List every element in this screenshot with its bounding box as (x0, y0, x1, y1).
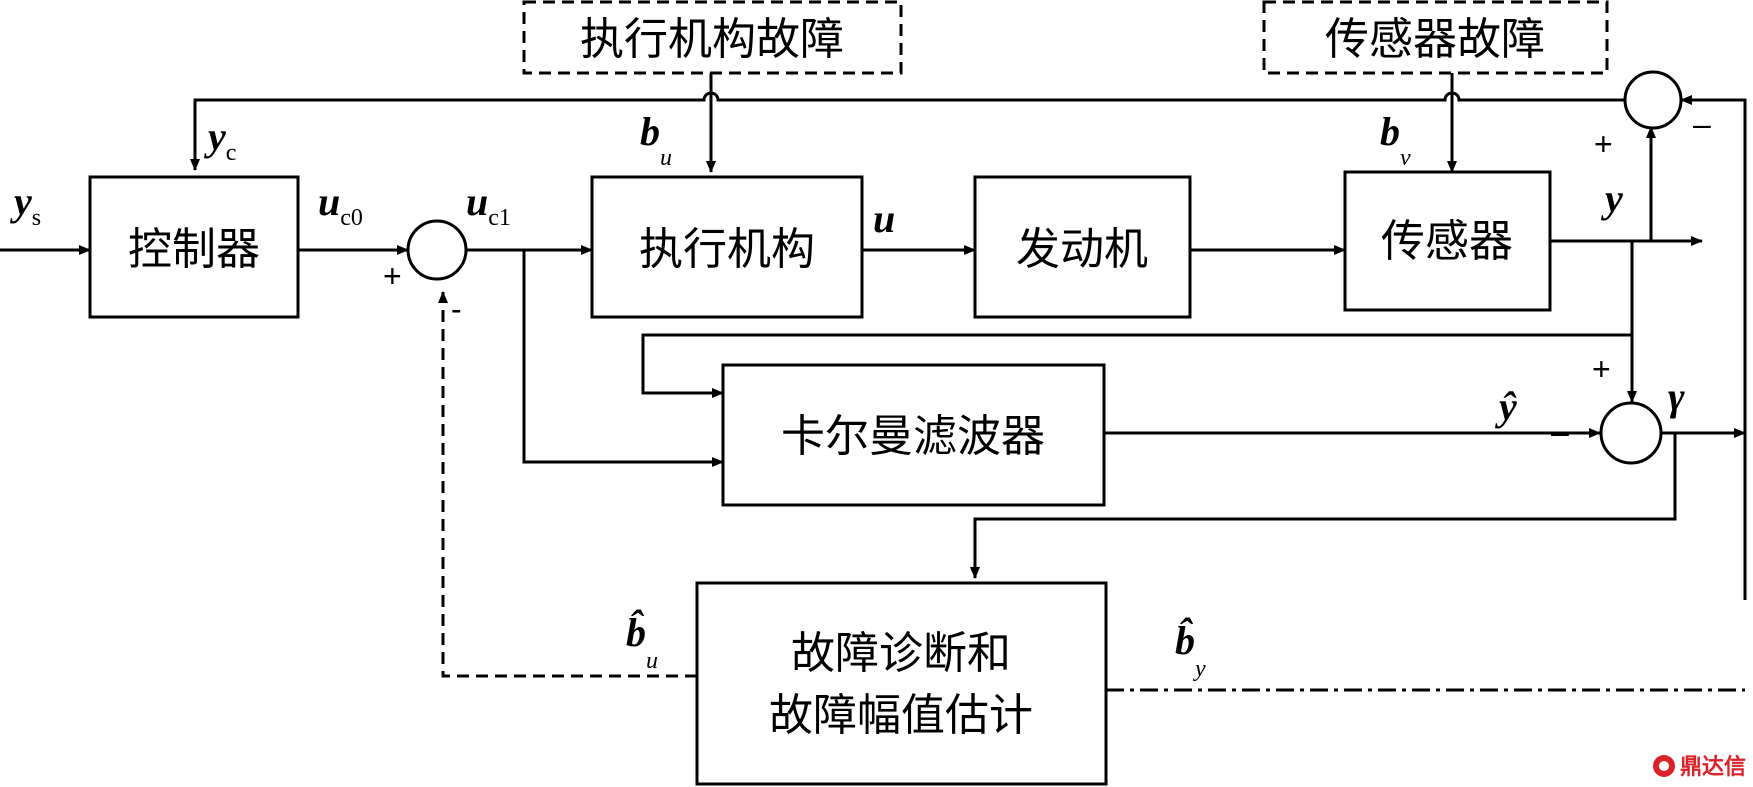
signal-by-hat: b̂y (1175, 617, 1206, 682)
sign-plus-control: + (383, 258, 402, 294)
sign-plus-residual: + (1592, 351, 1611, 387)
signal-uc1: uc1 (466, 179, 511, 231)
sign-minus-residual: – (1551, 414, 1569, 450)
actuator-label: 执行机构 (639, 224, 815, 275)
controller-block (88, 175, 300, 319)
signal-uc0: uc0 (318, 179, 363, 231)
fault-diagnosis-label-line2: 故障幅值估计 (769, 690, 1033, 741)
wire-gamma-to-diagnosis (970, 433, 1677, 579)
signal-yc: yc (204, 114, 236, 166)
signal-u: u (873, 196, 895, 241)
fault-diagnosis-block (695, 581, 1108, 786)
kalman-filter-label: 卡尔曼滤波器 (781, 411, 1045, 462)
engine-block (973, 175, 1192, 319)
summing-junction-control (406, 219, 468, 281)
watermark-text: 鼎达信 (1680, 754, 1746, 780)
sensor-block (1343, 170, 1552, 312)
signal-bv: bv (1380, 109, 1411, 171)
wire-yc-feedback (190, 91, 1625, 171)
summing-junction-residual (1599, 401, 1663, 465)
sign-minus-feedback: – (1693, 106, 1711, 142)
actuator-fault-label: 执行机构故障 (580, 14, 844, 65)
sensor-fault-box (1262, 0, 1609, 75)
wire-bu-hat-feedback (438, 291, 697, 678)
signal-bu-hat: b̂u (626, 609, 658, 674)
watermark: 鼎达信 (1653, 754, 1746, 780)
actuator-fault-box (522, 0, 903, 75)
signal-y: y (1601, 176, 1623, 221)
fault-diagnosis-label-line1: 故障诊断和 (791, 628, 1011, 679)
signal-ys: ys (10, 179, 41, 231)
summing-junction-feedback (1623, 70, 1683, 130)
kalman-filter-block (721, 363, 1106, 507)
sign-plus-feedback: + (1594, 126, 1613, 162)
sensor-label: 传感器 (1381, 216, 1513, 267)
signal-gamma: γ (1668, 374, 1685, 419)
signal-bu: bu (640, 109, 672, 171)
wire-uc1-to-kalman (522, 250, 724, 467)
watermark-logo-inner-icon (1659, 761, 1669, 771)
wire-right-rail-to-sum3 (1680, 95, 1747, 600)
engine-label: 发动机 (1016, 224, 1148, 275)
actuator-block (590, 175, 864, 319)
wire-y-to-kalman (641, 333, 1632, 398)
sensor-fault-label: 传感器故障 (1325, 14, 1545, 65)
signal-yhat: ŷ (1495, 384, 1517, 429)
sign-minus-control: - (451, 291, 462, 327)
controller-label: 控制器 (128, 224, 260, 275)
